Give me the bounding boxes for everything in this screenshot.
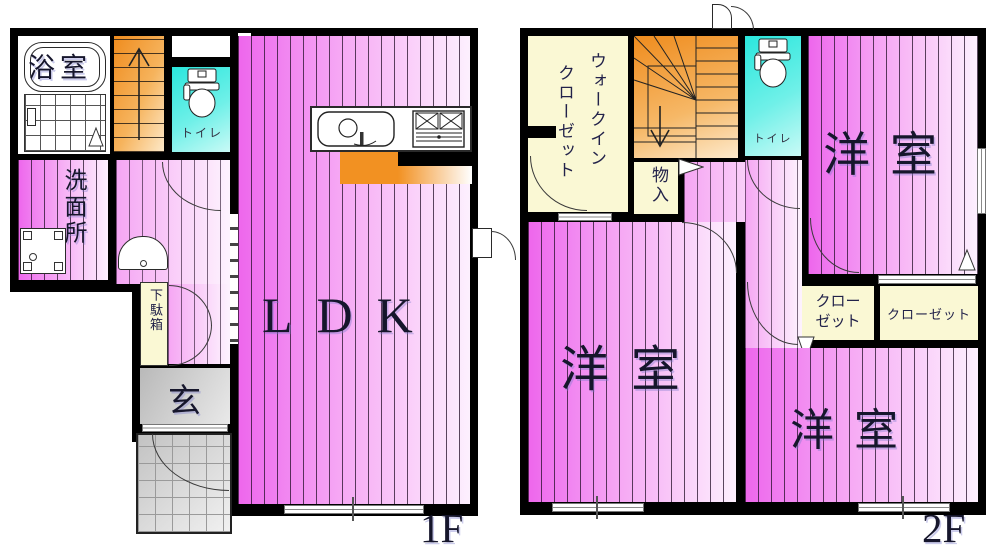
storage-label: 物入 bbox=[649, 166, 668, 205]
door-direction-marker bbox=[678, 158, 704, 176]
bedroom-bottom-right-label: 洋室 bbox=[790, 406, 918, 455]
kitchen-counter bbox=[310, 106, 472, 152]
toilet-1f-shelf bbox=[172, 36, 230, 62]
balcony-door-leaf bbox=[712, 4, 732, 29]
door-direction-marker bbox=[958, 248, 976, 271]
room-storage bbox=[634, 162, 678, 214]
door-direction-marker bbox=[88, 126, 104, 147]
walk-in-closet-label: クローゼット bbox=[555, 64, 574, 181]
floor1-label: 1F bbox=[420, 505, 464, 551]
stairs-winder-lines bbox=[634, 36, 738, 158]
washing-machine-icon bbox=[20, 228, 66, 274]
window bbox=[977, 148, 986, 214]
toilet-icon bbox=[754, 38, 791, 88]
window-tick bbox=[902, 496, 904, 519]
washbasin-icon bbox=[118, 236, 168, 270]
walk-in-closet-label: ウォークイン bbox=[587, 52, 606, 169]
closet-left-label: クロー ゼット bbox=[802, 292, 874, 333]
wall bbox=[398, 152, 470, 166]
opening bbox=[558, 213, 612, 221]
window bbox=[858, 503, 950, 512]
room-bedroom-bottom-right bbox=[745, 348, 978, 502]
window-tick bbox=[596, 496, 598, 519]
stairs-up-arrow-icon bbox=[128, 47, 150, 140]
kitchen-sink-icon bbox=[317, 111, 395, 147]
shoe-cabinet-label: 下駄箱 bbox=[148, 288, 163, 333]
ldk-label: LDK bbox=[262, 287, 437, 343]
closet-right-label: クローゼット bbox=[886, 307, 971, 322]
toilet-2f-label: トイレ bbox=[753, 133, 793, 145]
toilet-1f-label: トイレ bbox=[180, 126, 223, 140]
kitchen-island-counter bbox=[398, 166, 472, 184]
room-closet-left bbox=[802, 286, 874, 340]
closet-left-line1: クロー bbox=[815, 294, 861, 310]
bedroom-bottom-left-label: 洋室 bbox=[560, 342, 703, 397]
wall-stub bbox=[528, 126, 556, 138]
back-door-leaf bbox=[472, 228, 492, 258]
entrance-label: 玄 bbox=[168, 384, 201, 420]
gas-stove-icon bbox=[412, 110, 465, 148]
door-swing-arc bbox=[491, 231, 516, 260]
door-swing-arc bbox=[731, 6, 754, 30]
bathroom-label: 浴室 bbox=[28, 53, 92, 83]
toilet-icon bbox=[183, 68, 220, 118]
opening bbox=[878, 275, 976, 284]
entrance-door-threshold bbox=[142, 424, 228, 432]
window bbox=[284, 505, 424, 514]
bathtub-icon-inner bbox=[30, 47, 100, 87]
closet-left-line2: ゼット bbox=[815, 314, 861, 331]
bedroom-top-right-label: 洋室 bbox=[823, 130, 957, 182]
room-closet-right bbox=[880, 286, 978, 340]
opening-dashed bbox=[230, 214, 238, 344]
staircase-1f bbox=[114, 36, 164, 152]
window bbox=[552, 503, 644, 512]
stairs-down-arrow-icon bbox=[650, 106, 670, 148]
window-tick bbox=[352, 497, 354, 521]
shower-faucet-icon bbox=[27, 108, 36, 126]
staircase-2f bbox=[634, 36, 738, 158]
room-shoe-cabinet bbox=[140, 282, 168, 366]
kitchen-island-counter bbox=[340, 152, 398, 184]
room-entrance bbox=[140, 368, 230, 424]
floor2-label: 2F bbox=[922, 505, 966, 551]
